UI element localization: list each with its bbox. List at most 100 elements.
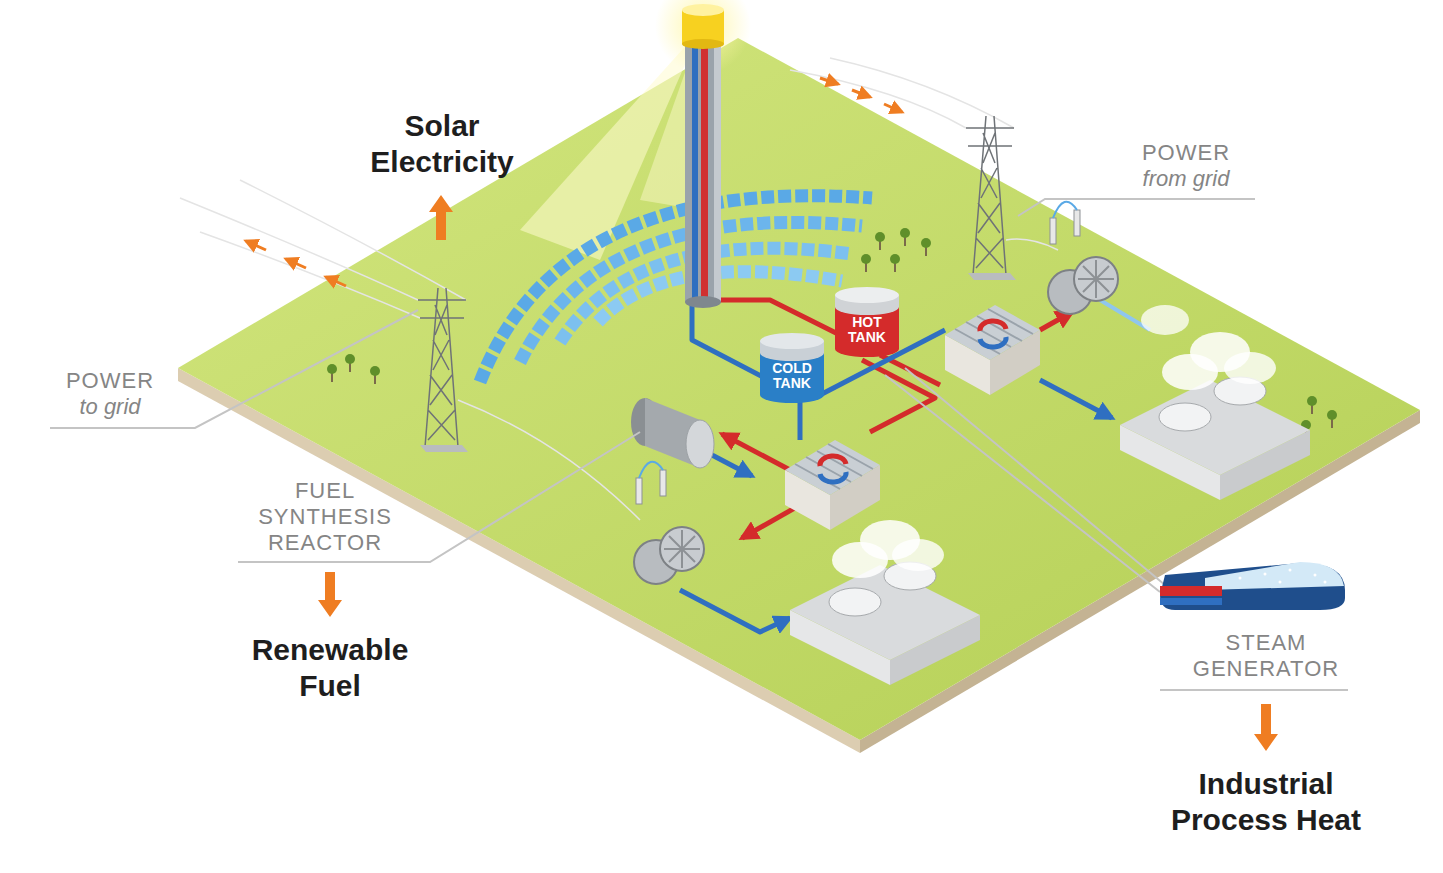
steam-generator-part — [1160, 598, 1222, 605]
heat-exchanger-right — [945, 305, 1040, 395]
pipes-part — [742, 505, 800, 538]
callout-sublabel: from grid — [1128, 166, 1244, 192]
turbine-generator-left — [634, 462, 704, 584]
solar-tower-part — [714, 40, 721, 302]
flow-arrows-part — [326, 277, 346, 286]
turbine-generator-left-part — [639, 462, 663, 478]
ground-plate-part — [178, 38, 1420, 740]
cold-tank: COLD TANK — [760, 333, 824, 403]
callout-label: STEAM GENERATOR — [1176, 630, 1356, 682]
steam-generator-part-part — [1264, 573, 1267, 576]
flow-arrows-part — [852, 90, 870, 97]
fuel-synthesis-reactor — [631, 398, 714, 468]
output-heading: Industrial Process Heat — [1146, 766, 1386, 838]
callout-sublabel: to grid — [52, 394, 168, 420]
cooling-tower-left-part — [829, 588, 881, 616]
turbine-generator-right-part — [1050, 218, 1056, 244]
power-lines-part — [200, 232, 420, 318]
pylon-left-part — [418, 288, 466, 447]
heat-exchanger-left-part — [820, 472, 846, 482]
ground-plate — [178, 38, 1420, 753]
leader-lines — [50, 199, 1348, 690]
tank-lid — [760, 333, 824, 349]
callout-label: POWER — [1128, 140, 1244, 166]
output-arrows-part — [318, 572, 342, 617]
tank-lid — [835, 287, 899, 303]
tank-body — [760, 341, 824, 403]
leader-lines-part — [1160, 689, 1348, 691]
heliostat-field — [480, 196, 872, 382]
trees-part-part — [1327, 410, 1337, 420]
heat-exchanger-right-part — [980, 337, 1006, 347]
leader-lines-part — [905, 368, 1165, 585]
heat-exchanger-left-part — [820, 456, 846, 466]
trees-part — [332, 236, 1332, 438]
hot-tank: HOT TANK — [835, 287, 899, 357]
steam-generator-part-part — [1314, 574, 1317, 577]
fuel-synthesis-reactor-part — [686, 420, 714, 468]
pipes-part — [712, 455, 752, 476]
heat-exchanger-right-part — [945, 305, 1040, 360]
trees-part-part — [370, 366, 380, 376]
steam-generator-part-part — [1324, 581, 1327, 584]
pipes-part — [1040, 380, 1112, 418]
solar-tower — [655, 0, 751, 308]
cooling-tower-right — [1120, 305, 1310, 500]
output-arrows-part — [1254, 704, 1278, 751]
sun-beams-part — [520, 30, 700, 260]
trees-part-part — [921, 238, 931, 248]
steam-generator-part-part — [1289, 569, 1292, 572]
callout-label: POWER — [52, 368, 168, 394]
heat-exchanger-left — [785, 440, 880, 530]
solar-tower-part — [685, 40, 721, 302]
sun-beams — [520, 30, 700, 260]
pipes-part — [680, 590, 790, 632]
solar-tower-part — [692, 40, 698, 302]
solar-tower-part — [682, 4, 724, 16]
power-lines-part — [240, 180, 466, 300]
flow-arrows-part — [820, 78, 838, 84]
heat-exchanger-left-part — [795, 444, 873, 489]
pylon-right — [966, 116, 1016, 280]
power-lines-part — [458, 400, 640, 520]
trees-part-part — [900, 228, 910, 238]
turbine-generator-left-part — [660, 470, 666, 496]
flow-arrows-part — [884, 104, 902, 112]
trees-part-part — [875, 232, 885, 242]
leader-lines-part — [1018, 199, 1255, 216]
tank-label: COLD TANK — [768, 361, 816, 391]
solar-tower-part — [685, 296, 721, 308]
pylon-left-part — [420, 445, 468, 452]
pipes — [680, 300, 1150, 632]
tank-label: HOT TANK — [843, 315, 891, 345]
cooling-tower-right-part — [1159, 403, 1211, 431]
leader-lines-part — [238, 432, 640, 562]
output-heading: Solar Electricity — [352, 108, 532, 180]
turbine-generator-right-part — [1078, 260, 1114, 298]
heat-exchanger-left-part — [785, 440, 880, 495]
callout-label: FUEL SYNTHESIS REACTOR — [240, 478, 410, 556]
cooling-tower-left-part — [892, 539, 944, 571]
cooling-tower-right-part — [1141, 305, 1189, 335]
steam-generator-part-part — [1279, 581, 1282, 584]
steam-generator-part — [1239, 569, 1327, 584]
turbine-generator-right-part — [1074, 257, 1118, 301]
cooling-tower-right-part — [1224, 352, 1276, 384]
trees-part-part — [327, 364, 337, 374]
trees-part-part — [861, 254, 871, 264]
output-arrows-part — [429, 195, 453, 240]
trees-part-part — [890, 254, 900, 264]
output-arrows — [318, 195, 1278, 751]
solar-tower-part — [682, 39, 724, 49]
turbine-generator-right-part — [1053, 202, 1077, 218]
leader-lines-part — [885, 375, 1160, 592]
trees-part-part — [345, 354, 355, 364]
pipes-part — [692, 304, 765, 378]
flow-arrows-part — [246, 241, 266, 250]
turbine-generator-right-part — [1074, 210, 1080, 236]
steam-generator-part — [1205, 562, 1344, 590]
pylon-right-part — [966, 116, 1014, 275]
solar-tower-part — [701, 40, 708, 302]
